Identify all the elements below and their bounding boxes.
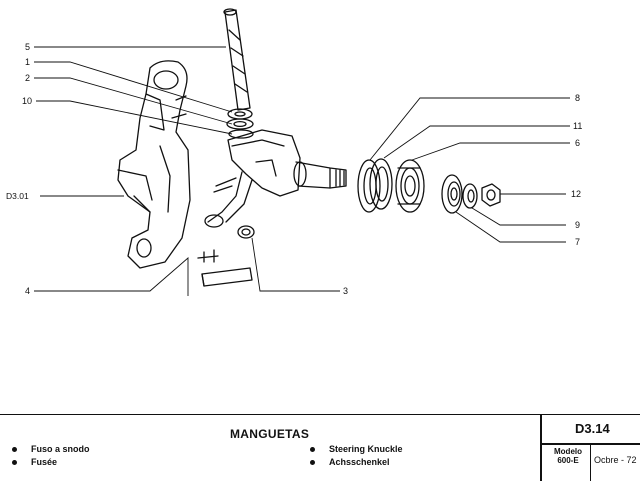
bullet-icon — [12, 459, 17, 465]
name-french: Fusée — [12, 457, 57, 467]
title-block: MANGUETAS Fuso a snodo Fusée Steering Kn… — [0, 414, 640, 481]
sheet-number: D3.14 — [575, 421, 610, 436]
name-english: Steering Knuckle — [310, 444, 403, 454]
callout-7: 7 — [575, 237, 581, 247]
name-english-text: Steering Knuckle — [329, 444, 403, 454]
divider — [540, 415, 542, 481]
name-italian-text: Fuso a snodo — [31, 444, 90, 454]
small-washer — [237, 225, 255, 239]
date: Ocbre - 72 — [594, 455, 637, 465]
callout-3: 3 — [343, 286, 349, 296]
callout-5: 5 — [24, 42, 30, 52]
callout-8: 8 — [575, 93, 581, 103]
name-french-text: Fusée — [31, 457, 58, 467]
divider — [590, 444, 591, 481]
bullet-icon — [12, 446, 17, 452]
exploded-diagram — [34, 8, 570, 296]
thrust-washer — [462, 183, 478, 209]
steering-knuckle — [204, 129, 347, 228]
name-italian: Fuso a snodo — [12, 444, 90, 454]
model-block: Modelo 600-E — [553, 447, 583, 465]
callout-d3-01: D3.01 — [6, 191, 29, 201]
callout-12: 12 — [571, 189, 582, 199]
page-title: MANGUETAS — [230, 427, 310, 441]
inner-bearing — [395, 159, 425, 213]
kingpin — [223, 8, 251, 111]
callout-6: 6 — [575, 138, 581, 148]
seal-and-ring — [357, 158, 393, 213]
axle-nut — [481, 183, 501, 207]
callout-4: 4 — [24, 286, 30, 296]
top-washers — [226, 108, 254, 139]
locking-pin — [197, 249, 253, 287]
callout-2: 2 — [24, 73, 30, 83]
callout-1: 1 — [24, 57, 30, 67]
bullet-icon — [310, 459, 315, 465]
name-german: Achsschenkel — [310, 457, 390, 467]
outer-bearing — [441, 174, 463, 214]
callout-10: 10 — [21, 96, 32, 106]
leader-lines — [34, 46, 570, 296]
model-value: 600-E — [557, 456, 579, 465]
hub-carrier — [117, 60, 191, 269]
divider — [540, 443, 640, 445]
model-label: Modelo — [554, 447, 582, 456]
callout-9: 9 — [575, 220, 581, 230]
name-german-text: Achsschenkel — [329, 457, 390, 467]
callout-11: 11 — [573, 121, 583, 131]
bullet-icon — [310, 446, 315, 452]
